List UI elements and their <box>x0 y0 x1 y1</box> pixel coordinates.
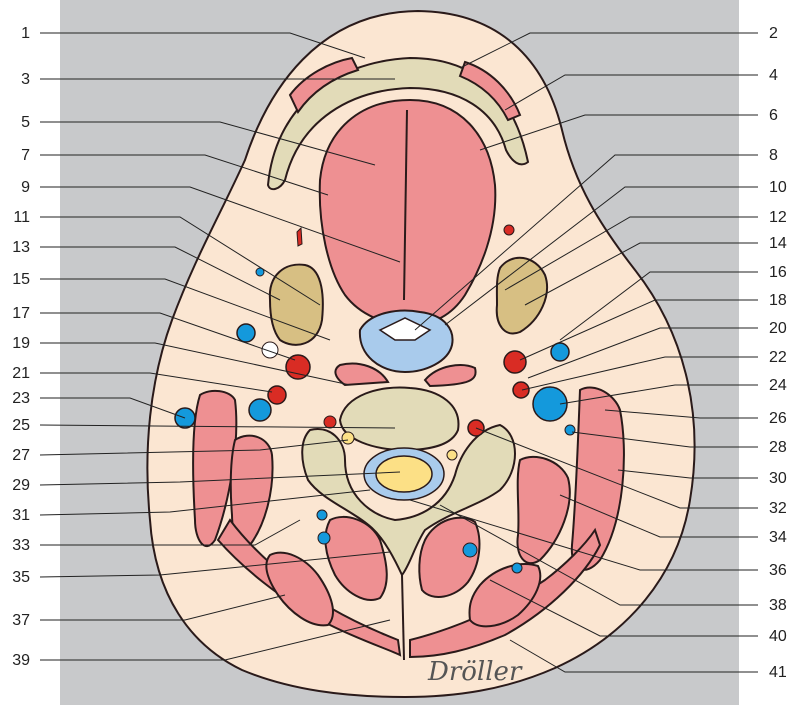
label-right-20: 20 <box>769 320 787 337</box>
label-left-13: 13 <box>12 239 30 256</box>
lymph-node-left <box>262 342 278 358</box>
anterior-jugular-left <box>237 324 255 342</box>
label-left-37: 37 <box>12 612 30 629</box>
label-left-15: 15 <box>12 271 30 288</box>
submandibular-gland-left <box>270 265 323 345</box>
carotid-artery-right <box>504 351 526 373</box>
thyroid-artery-right <box>513 382 529 398</box>
jugular-vein-left <box>249 399 271 421</box>
label-right-22: 22 <box>769 349 787 366</box>
label-left-39: 39 <box>12 652 30 669</box>
label-left-5: 5 <box>21 114 30 131</box>
small-vein-right <box>565 425 575 435</box>
anterior-jugular-right <box>551 343 569 361</box>
vertebral-body <box>340 387 458 450</box>
deep-cervical-vein-left-2 <box>318 532 330 544</box>
label-right-4: 4 <box>769 67 778 84</box>
label-left-17: 17 <box>12 305 30 322</box>
label-right-30: 30 <box>769 470 787 487</box>
label-left-35: 35 <box>12 569 30 586</box>
label-right-38: 38 <box>769 597 787 614</box>
label-right-28: 28 <box>769 439 787 456</box>
nerve-right <box>447 450 457 460</box>
label-left-23: 23 <box>12 390 30 407</box>
thyroid-artery-left <box>268 386 286 404</box>
nerve-left <box>342 432 354 444</box>
label-left-21: 21 <box>12 365 30 382</box>
label-right-16: 16 <box>769 264 787 281</box>
label-right-41: 41 <box>769 664 787 681</box>
label-right-14: 14 <box>769 235 787 252</box>
label-left-11: 11 <box>13 209 30 226</box>
label-left-33: 33 <box>12 537 30 554</box>
label-right-2: 2 <box>769 25 778 42</box>
label-left-1: 1 <box>21 25 30 42</box>
facial-artery-right <box>504 225 514 235</box>
label-right-12: 12 <box>769 209 787 226</box>
label-right-24: 24 <box>769 377 787 394</box>
deep-cervical-vein-right-1 <box>463 543 477 557</box>
label-left-27: 27 <box>12 447 30 464</box>
label-left-9: 9 <box>21 179 30 196</box>
deep-cervical-vein-left-1 <box>317 510 327 520</box>
label-right-36: 36 <box>769 562 787 579</box>
label-left-3: 3 <box>21 71 30 88</box>
deep-cervical-vein-right-2 <box>512 563 522 573</box>
label-right-26: 26 <box>769 410 787 427</box>
label-right-34: 34 <box>769 529 787 546</box>
label-left-25: 25 <box>12 417 30 434</box>
label-right-8: 8 <box>769 147 778 164</box>
label-right-40: 40 <box>769 628 787 645</box>
label-right-10: 10 <box>769 179 787 196</box>
label-left-29: 29 <box>12 477 30 494</box>
vertebral-artery-left <box>324 416 336 428</box>
label-right-32: 32 <box>769 500 787 517</box>
label-right-18: 18 <box>769 292 787 309</box>
spinal-cord <box>376 456 432 492</box>
label-left-19: 19 <box>12 335 30 352</box>
artist-signature: Dröller <box>427 657 523 687</box>
label-left-7: 7 <box>21 147 30 164</box>
label-right-6: 6 <box>769 107 778 124</box>
label-left-31: 31 <box>12 507 30 524</box>
facial-artery-left <box>297 228 302 246</box>
